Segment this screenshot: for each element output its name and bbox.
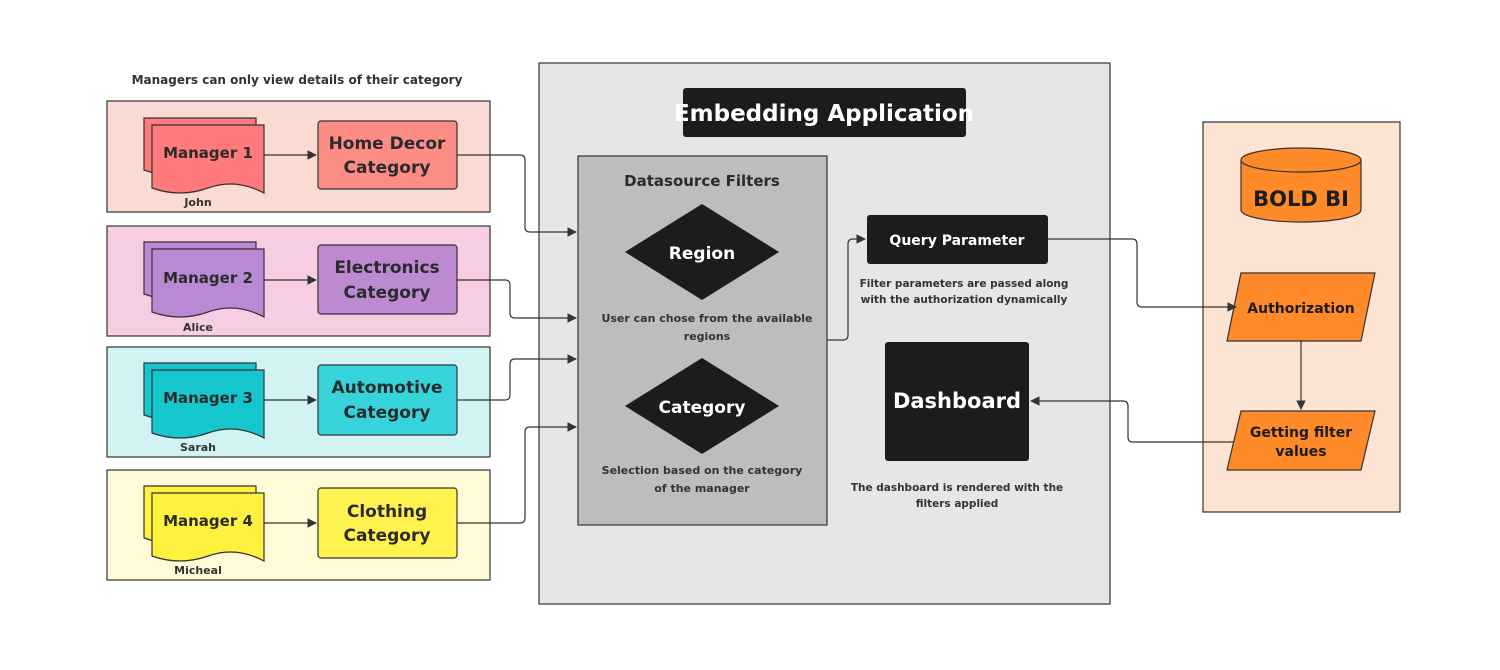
category-label-line2: Category — [344, 526, 431, 546]
category-label-line1: Electronics — [334, 258, 439, 278]
query-parameter-to-authorization-arrow — [1048, 238, 1237, 312]
manager-doc-front — [151, 124, 265, 195]
datasource-filters-title: Datasource Filters — [624, 172, 780, 190]
automotive-to-filters-arrow — [457, 354, 577, 401]
manager-label: Manager 2 — [163, 269, 253, 287]
manager-person-name: Micheal — [174, 564, 222, 577]
category-label-line2: Category — [344, 403, 431, 423]
manager-band-3: Manager 3 Sarah Automotive Category — [106, 346, 491, 458]
boldbi-label: BOLD BI — [1253, 187, 1349, 211]
region-note-line2: regions — [684, 330, 731, 343]
category-box — [317, 244, 458, 315]
managers-note: Managers can only view details of their … — [132, 73, 463, 87]
category-diamond — [625, 358, 779, 454]
manager-doc-front — [151, 248, 265, 319]
region-diamond — [625, 204, 779, 300]
manager-person-name: John — [183, 196, 211, 209]
getting-filter-values-box — [1226, 410, 1376, 471]
region-note-line1: User can chose from the available — [601, 312, 812, 325]
category-box — [317, 487, 458, 559]
authorization-label: Authorization — [1247, 301, 1354, 317]
category-label-line2: Category — [344, 283, 431, 303]
manager-label: Manager 1 — [163, 144, 253, 162]
manager-person-name: Sarah — [180, 441, 216, 454]
dashboard-box — [885, 342, 1029, 461]
home-decor-to-filters-arrow — [457, 154, 577, 237]
query-parameter-note-line2: with the authorization dynamically — [861, 294, 1068, 306]
manager-doc-front — [151, 492, 265, 563]
getting-filter-values-line2: values — [1275, 444, 1326, 460]
getting-filter-values-line1: Getting filter — [1250, 425, 1352, 441]
manager-doc-front — [151, 369, 265, 440]
clothing-to-filters-arrow — [457, 422, 577, 524]
category-label-line1: Automotive — [331, 378, 442, 398]
manager-person-name: Alice — [183, 321, 213, 334]
category-diamond-label: Category — [659, 398, 746, 418]
category-note-line1: Selection based on the category — [602, 464, 803, 477]
query-parameter-box — [867, 215, 1048, 264]
embedding-application-title-box — [683, 88, 966, 137]
filter-values-to-dashboard-arrow — [1030, 396, 1234, 443]
region-label: Region — [669, 244, 735, 264]
authorization-box — [1226, 272, 1376, 342]
category-box — [317, 120, 458, 190]
query-parameter-label: Query Parameter — [889, 233, 1024, 249]
connectors — [457, 154, 1306, 524]
manager-label: Manager 4 — [163, 512, 253, 530]
boldbi-database-icon — [1240, 147, 1362, 223]
manager-band-1: Manager 1 John Home Decor Category — [106, 100, 491, 213]
manager-band-2: Manager 2 Alice Electronics Category — [106, 225, 491, 337]
manager-label: Manager 3 — [163, 389, 253, 407]
query-parameter-note-line1: Filter parameters are passed along — [860, 278, 1069, 290]
dashboard-note-line1: The dashboard is rendered with the — [851, 482, 1063, 494]
category-label-line1: Clothing — [347, 502, 427, 522]
embedding-application-title: Embedding Application — [674, 101, 974, 127]
dashboard-note-line2: filters applied — [916, 498, 999, 510]
filters-to-query-parameter-arrow — [827, 234, 866, 341]
manager-band-4: Manager 4 Micheal Clothing Category — [106, 469, 491, 581]
category-label-line2: Category — [344, 158, 431, 178]
category-note-line2: of the manager — [654, 482, 750, 495]
electronics-to-filters-arrow — [457, 279, 577, 323]
dashboard-label: Dashboard — [893, 389, 1021, 413]
category-box — [317, 364, 458, 436]
category-label-line1: Home Decor — [329, 134, 446, 154]
